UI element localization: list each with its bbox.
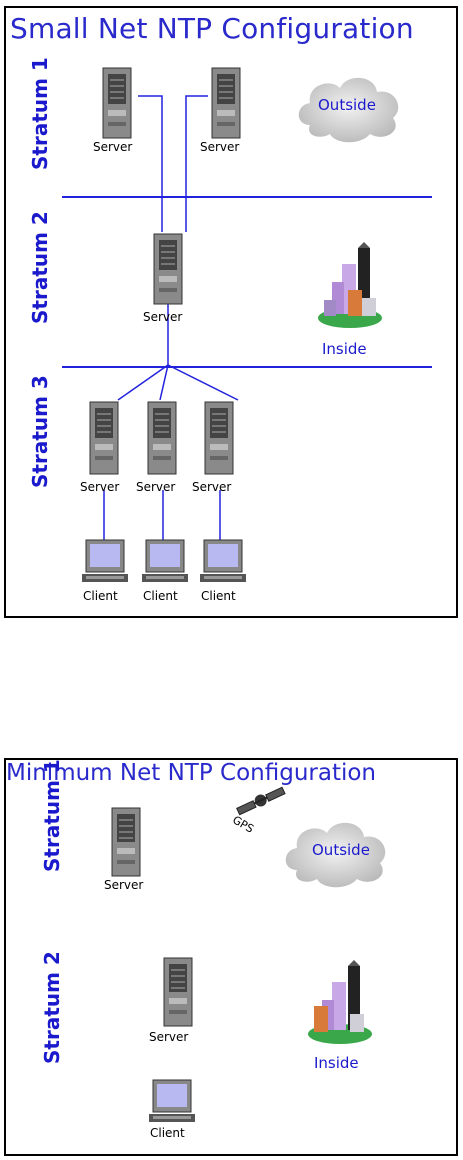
server-icon: [147, 401, 177, 475]
server-label: Server: [136, 480, 176, 494]
server-icon: [211, 67, 241, 139]
cloud-icon: [285, 822, 386, 888]
outside-label: Outside: [318, 96, 376, 114]
server-label: Server: [149, 1030, 189, 1044]
city-buildings-icon: [318, 242, 382, 328]
link-line: [159, 364, 169, 401]
client-label: Client: [143, 589, 178, 603]
gps-satellite-icon: [236, 786, 286, 816]
inside-label: Inside: [314, 1054, 359, 1072]
outside-label: Outside: [312, 841, 370, 859]
client-label: Client: [83, 589, 118, 603]
server-icon: [163, 957, 193, 1027]
server-label: Server: [143, 310, 183, 324]
link-line: [138, 95, 163, 232]
stratum-label: Stratum 1: [28, 57, 52, 170]
client-computer-icon: [82, 539, 128, 582]
stratum-label: Stratum 3: [28, 375, 52, 488]
server-icon: [111, 807, 141, 877]
server-label: Server: [93, 140, 133, 154]
stratum-label: Stratum 1: [40, 759, 64, 872]
server-icon: [102, 67, 132, 139]
server-icon: [153, 233, 183, 305]
server-label: Server: [200, 140, 240, 154]
cloud-icon: [298, 77, 399, 143]
server-label: Server: [192, 480, 232, 494]
minimum-net-diagram: [4, 758, 458, 1156]
diagram-title-small-net: Small Net NTP Configuration: [10, 12, 414, 45]
link-line: [185, 95, 208, 232]
link-line: [117, 364, 169, 401]
client-label: Client: [150, 1126, 185, 1140]
city-buildings-icon: [308, 960, 372, 1044]
stratum-label: Stratum 2: [40, 951, 64, 1064]
client-computer-icon: [200, 539, 246, 582]
client-label: Client: [201, 589, 236, 603]
stratum-label: Stratum 2: [28, 211, 52, 324]
link-line: [167, 364, 239, 401]
server-icon: [89, 401, 119, 475]
server-label: Server: [104, 878, 144, 892]
client-computer-icon: [142, 539, 188, 582]
inside-label: Inside: [322, 340, 367, 358]
diagram-title-minimum-net: Minimum Net NTP Configuration: [6, 760, 376, 786]
client-computer-icon: [149, 1079, 195, 1122]
server-icon: [204, 401, 234, 475]
server-label: Server: [80, 480, 120, 494]
